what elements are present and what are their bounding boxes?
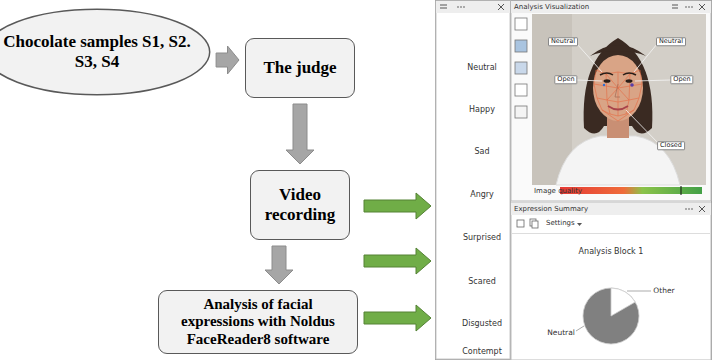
leader-line [577,44,671,144]
node-text: Chocolate samples S1, S2. S3, S4 [0,32,197,71]
ui-label: Expression Summary [514,205,588,213]
window-icons [440,4,504,10]
toolbar-icons [517,219,538,228]
process-box: The judge [245,38,355,98]
window-icons [685,6,693,8]
window-icons [457,6,465,8]
green-arrow [364,193,431,219]
ui-label: Analysis Visualization [514,3,589,11]
ui-label: Disgusted [462,319,502,328]
face-tag: Neutral [548,37,578,46]
face-mesh [594,70,642,121]
video-frame [532,14,706,185]
face-tag: Open [554,75,577,84]
title-bar [436,1,510,13]
block-arrow [265,246,293,284]
toolbar-icons [515,18,527,118]
window-icons [685,208,693,210]
green-arrow [364,305,431,331]
process-box: Video recording [250,170,350,240]
ui-label: Settings [546,219,575,227]
node-text: Analysis of facial expressions with Nold… [166,296,350,348]
green-arrow [364,248,431,274]
face-tag: Neutral [656,37,686,46]
block-arrow [286,104,314,164]
ui-label: Contempt [462,347,502,356]
face-tag: Closed [657,141,685,150]
divider [511,233,711,234]
dropdown-arrow [577,223,582,226]
ui-label: Analysis Block 1 [579,247,644,256]
visualization-panel [511,1,711,201]
hair [584,38,653,134]
ui-label: Sad [474,147,489,156]
node-text: The judge [263,58,336,78]
process-box: Analysis of facial expressions with Nold… [158,290,358,354]
window-icons [699,206,705,212]
pie-chart [583,288,639,344]
summary-panel [511,203,711,360]
title-bar [511,1,711,13]
ui-label: Happy [469,105,495,114]
title-bar [511,203,711,215]
face-tag: Open [670,75,693,84]
facial-features [600,73,636,110]
quality-marker [681,186,682,195]
ui-label: Scared [468,277,496,286]
face [593,55,643,121]
pie-slice [611,288,635,316]
ui-label: Neutral [467,63,497,72]
window-icons [672,4,705,10]
ui-label: Other [653,287,674,296]
hair [590,45,646,56]
sidebar-panel [436,1,510,359]
ui-label: Surprised [463,233,501,242]
sample-ellipse: Chocolate samples S1, S2. S3, S4 [0,8,212,96]
ui-label: Image quality [534,187,582,195]
window-frame [436,1,712,360]
ellipse-outline [0,9,210,94]
ui-label: Neutral [547,329,575,338]
ui-label: Angry [470,190,494,199]
block-arrow [216,46,239,74]
node-text: Video recording [258,185,342,224]
leader-line [576,291,651,331]
